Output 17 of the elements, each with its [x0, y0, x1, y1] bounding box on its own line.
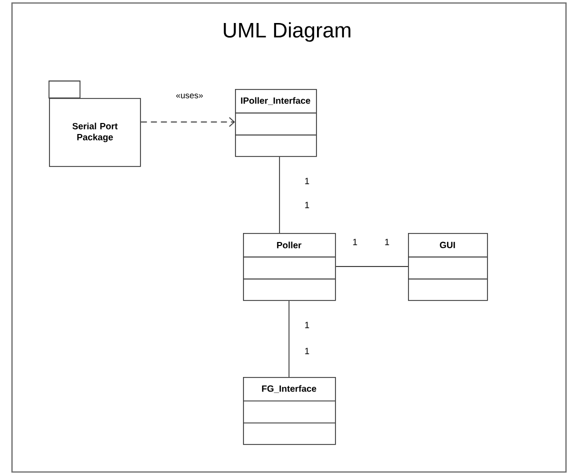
connector — [279, 156, 280, 234]
class-box: IPoller_Interface — [234, 89, 317, 157]
connector — [140, 117, 235, 127]
multiplicity: 1 — [305, 322, 310, 328]
class-box: FG_Interface — [242, 376, 336, 445]
multiplicity: 1 — [305, 202, 310, 208]
multiplicity: 1 — [353, 238, 358, 246]
class-box: GUI — [408, 233, 488, 301]
title: UML Diagram — [224, 22, 350, 42]
connector — [288, 300, 290, 378]
multiplicity: 1 — [305, 348, 310, 354]
multiplicity: 1 — [385, 238, 390, 246]
package-box: Serial Port Package — [48, 80, 141, 167]
class-box: Poller — [242, 233, 336, 301]
multiplicity: 1 — [305, 178, 310, 184]
connector — [335, 266, 408, 267]
edge-label: «uses» — [174, 92, 204, 100]
